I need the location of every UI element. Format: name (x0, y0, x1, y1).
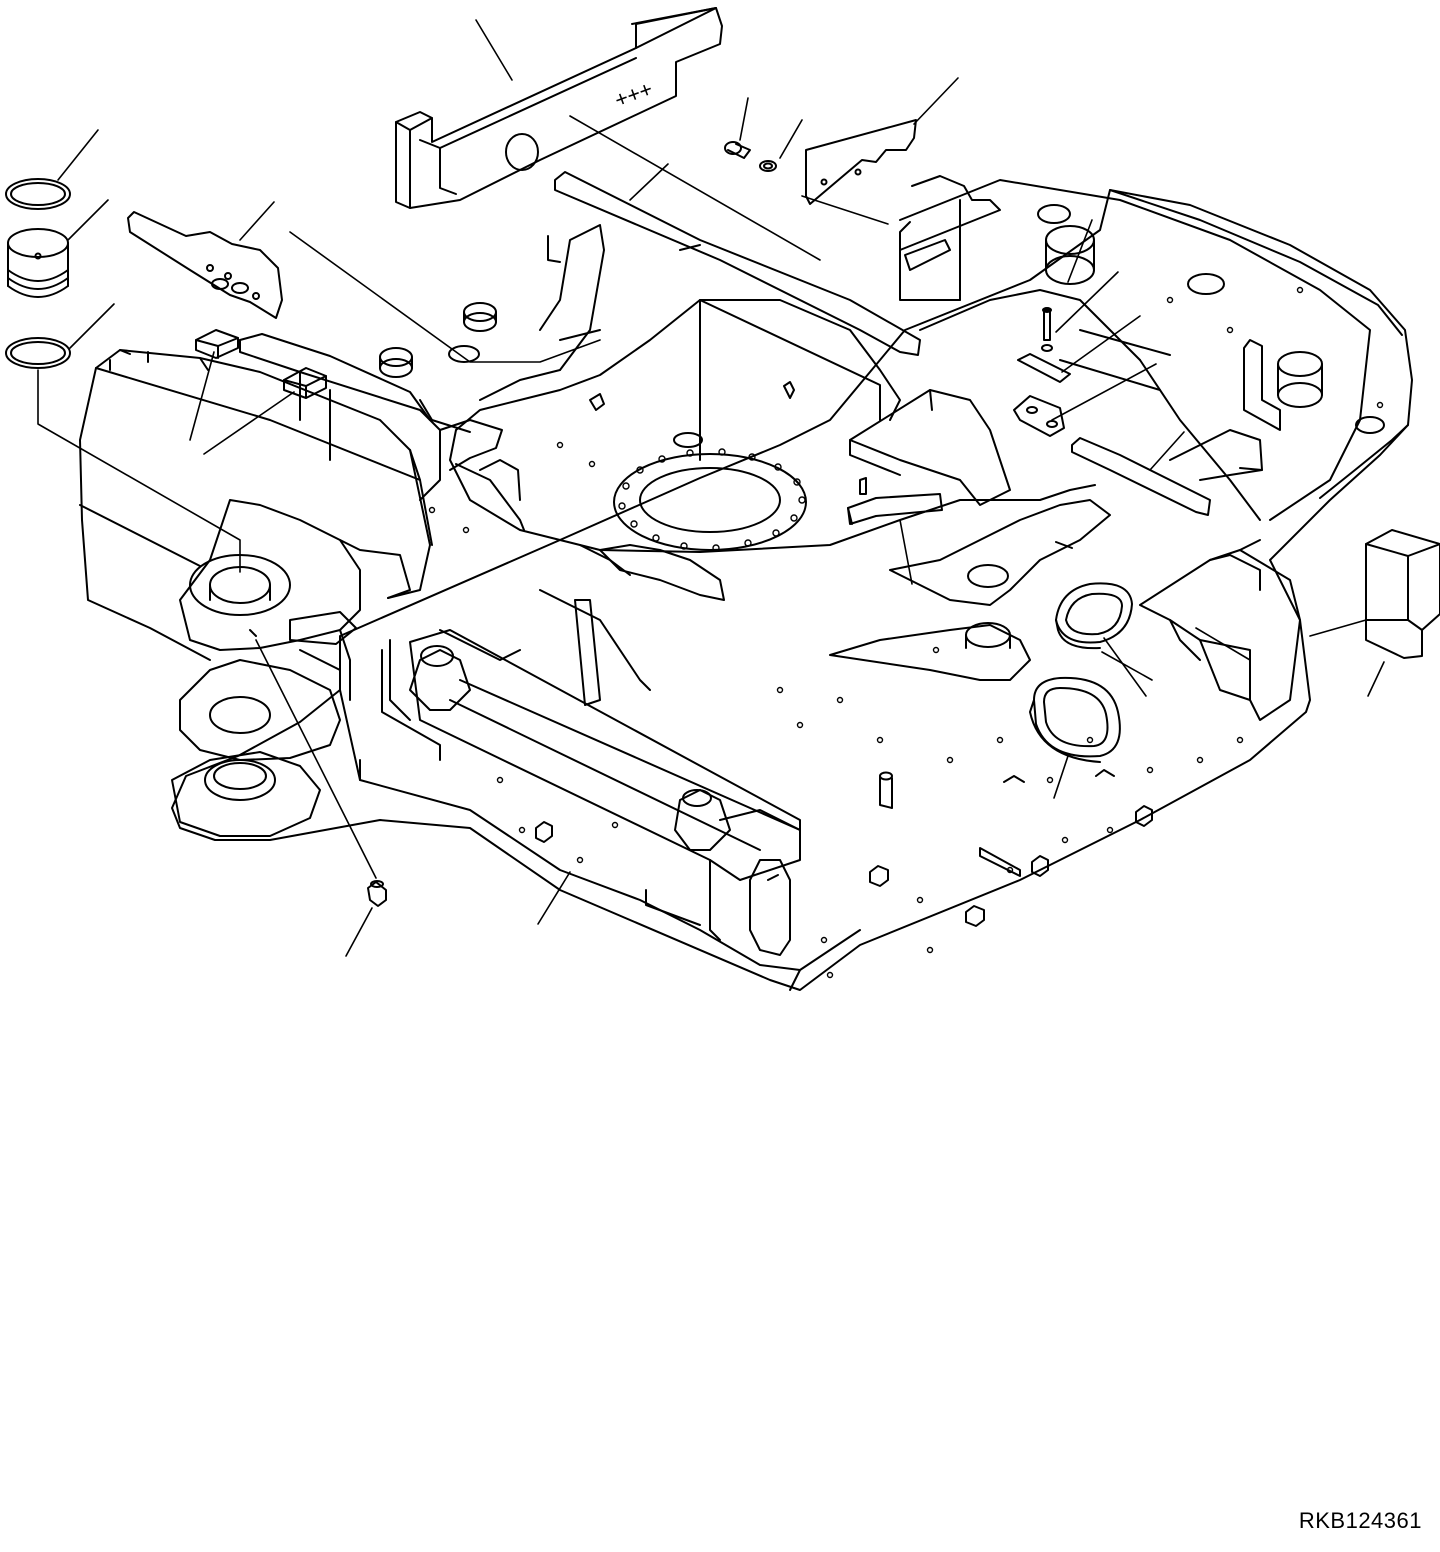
rear-bracket (850, 176, 1384, 505)
bolt-holes (619, 449, 805, 551)
right-clip-plate (1018, 354, 1070, 382)
ring-seal-upper (6, 179, 70, 209)
cover-plate (806, 120, 916, 204)
right-bolt (1043, 308, 1051, 340)
swing-circle-area (380, 225, 1095, 552)
right-rail (1072, 438, 1210, 515)
spacer-block (848, 494, 942, 524)
front-main-beam (360, 630, 800, 955)
right-bracket-plate (1014, 396, 1064, 436)
swing-circle-opening (640, 468, 780, 532)
left-bracket-plate (128, 212, 282, 318)
ring-seal-lower (6, 338, 70, 368)
bushing (8, 229, 68, 297)
plate-marking-text: +++ (611, 76, 656, 113)
boom-support-bracket (575, 600, 600, 705)
boom-pivot-bracket (172, 500, 410, 836)
rubber-pad-left (196, 330, 238, 358)
bolt (725, 142, 750, 158)
right-swing-plates (540, 500, 1110, 705)
counterweight-plate (396, 8, 722, 208)
grommet-lower (1030, 678, 1120, 762)
floor-bosses (536, 382, 1262, 926)
revolving-frame (172, 180, 1412, 990)
left-side-deck (80, 334, 470, 660)
leader-lines (38, 20, 1384, 956)
right-front-bracket (1140, 540, 1300, 720)
rear-rail (555, 172, 920, 355)
grease-fitting (368, 881, 386, 906)
swing-circle-bolt-ring (614, 454, 806, 550)
drawing-code: RKB124361 (1298, 1508, 1422, 1533)
plate-marking: +++ (611, 76, 656, 113)
right-washer (1042, 345, 1052, 351)
washer (760, 161, 776, 171)
rubber-pad-center (284, 368, 326, 398)
side-cover-block (1366, 530, 1440, 658)
grommet-upper (1056, 583, 1132, 648)
plate-holes (430, 288, 1383, 978)
